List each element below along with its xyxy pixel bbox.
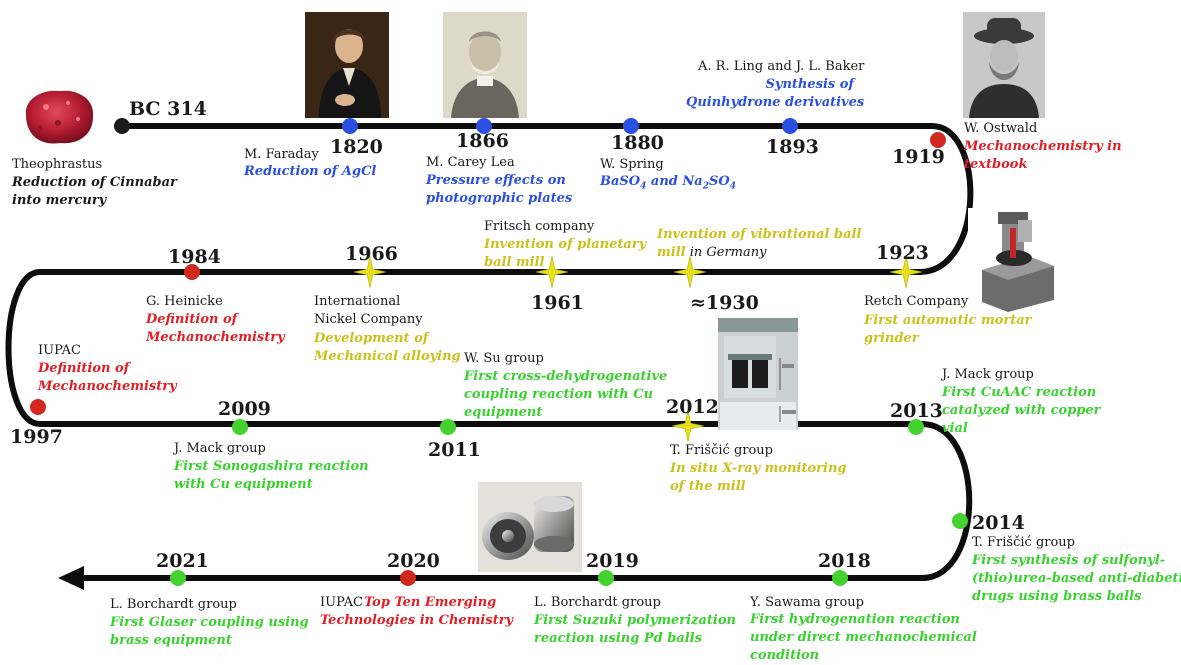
cinnabar-rock-image	[20, 85, 98, 150]
carey-lea-portrait-image	[443, 12, 527, 118]
author-friscic-2012: T. Friščić group	[670, 443, 773, 458]
event-1820-description: Reduction of AgCl	[244, 164, 377, 179]
star-2012	[671, 409, 705, 443]
year-1820: 1820	[330, 136, 383, 158]
node-1919	[930, 132, 946, 148]
year-1919: 1919	[892, 146, 945, 168]
year-1961: 1961	[531, 292, 584, 314]
node-1820	[342, 118, 358, 134]
event-2014-description: First synthesis of sulfonyl-(thio)urea-b…	[972, 553, 1181, 604]
year-1880: 1880	[611, 132, 664, 154]
year-2012: 2012	[666, 396, 719, 418]
mortar-grinder-image	[968, 208, 1066, 313]
author-ostwald: W. Ostwald	[964, 121, 1038, 136]
year-bc314: BC 314	[129, 98, 207, 120]
node-2018	[832, 570, 848, 586]
node-1997	[30, 399, 46, 415]
node-2021	[170, 570, 186, 586]
author-mack-2009: J. Mack group	[174, 441, 266, 456]
author-theophrastus: Theophrastus	[12, 157, 103, 172]
brass-jar-image	[478, 482, 582, 572]
year-1923: 1923	[876, 242, 929, 264]
ostwald-portrait-image	[963, 12, 1045, 118]
author-borchardt-2019: L. Borchardt group	[534, 595, 661, 610]
timeline-path	[5, 123, 974, 581]
node-2009	[232, 419, 248, 435]
author-faraday: M. Faraday	[244, 147, 319, 162]
event-1880-description: BaSO4 and Na2SO4	[600, 174, 736, 192]
faraday-portrait-image	[305, 12, 389, 118]
author-su: W. Su group	[464, 351, 544, 366]
node-1880	[623, 118, 639, 134]
node-2014	[952, 513, 968, 529]
author-retch: Retch Company	[864, 294, 969, 309]
year-1997: 1997	[10, 426, 63, 448]
author-ling-baker: A. R. Ling and J. L. Baker	[698, 59, 865, 74]
year-2011: 2011	[428, 439, 481, 461]
node-2019	[598, 570, 614, 586]
node-2013	[908, 419, 924, 435]
year-2019: 2019	[586, 550, 639, 572]
author-heinicke: G. Heinicke	[146, 294, 223, 309]
star-1930	[673, 255, 707, 289]
year-2021: 2021	[156, 550, 209, 572]
node-2020	[400, 570, 416, 586]
author-borchardt-2021: L. Borchardt group	[110, 597, 237, 612]
arrow-head	[58, 566, 84, 590]
year-1966: 1966	[345, 243, 398, 265]
node-1984	[184, 264, 200, 280]
star-1923	[889, 255, 923, 289]
author-sawama: Y. Sawama group	[750, 595, 864, 610]
year-2020: 2020	[387, 550, 440, 572]
author-fritsch: Fritsch company	[484, 219, 595, 234]
author-mack-2013: J. Mack group	[942, 367, 1034, 382]
star-1966	[353, 255, 387, 289]
year-2018: 2018	[818, 550, 871, 572]
node-bc314	[114, 118, 130, 134]
xray-mill-image	[718, 318, 798, 430]
author-friscic-2014: T. Friščić group	[972, 535, 1075, 550]
year-2009: 2009	[218, 398, 271, 420]
author-spring: W. Spring	[600, 157, 664, 172]
star-1961	[535, 255, 569, 289]
node-2011	[440, 419, 456, 435]
node-1866	[476, 118, 492, 134]
author-iupac-2020: IUPAC	[320, 595, 363, 610]
year-2013: 2013	[890, 400, 943, 422]
year-1893: 1893	[766, 136, 819, 158]
event-1930-description: Invention of vibrational ball mill in Ge…	[657, 227, 862, 260]
year-1984: 1984	[168, 246, 221, 268]
year-2014: 2014	[972, 512, 1025, 534]
node-1893	[782, 118, 798, 134]
year-1866: 1866	[456, 130, 509, 152]
author-iupac-1997: IUPAC	[38, 343, 81, 358]
year-1930: ≈1930	[690, 292, 759, 314]
author-carey-lea: M. Carey Lea	[426, 155, 515, 170]
